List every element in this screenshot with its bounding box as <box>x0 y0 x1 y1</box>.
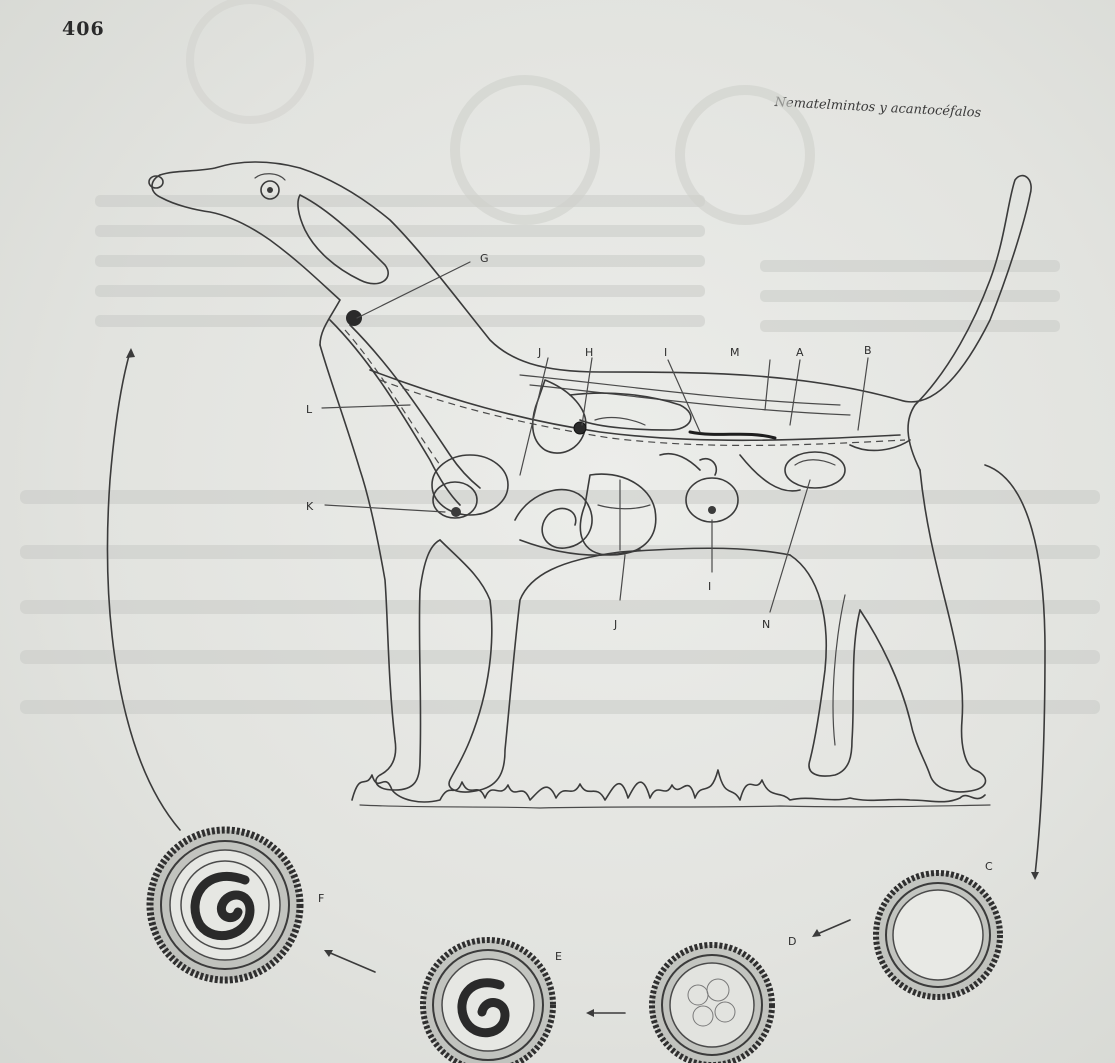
egg-stage-c <box>876 873 1000 997</box>
label-h: H <box>585 346 593 359</box>
internal-organs <box>330 310 910 555</box>
label-i: I <box>664 346 667 359</box>
label-j: J <box>613 618 617 631</box>
egg-stage-d <box>652 945 772 1063</box>
label-f: F <box>318 892 324 905</box>
label-g: G <box>480 252 489 265</box>
egg-stage-e <box>423 940 553 1063</box>
label-e: E <box>555 950 562 963</box>
label-l: L <box>306 403 313 416</box>
label-c: C <box>985 860 993 873</box>
label-i-lower: I <box>708 580 711 593</box>
label-a: A <box>796 346 804 359</box>
label-j-upper: J <box>537 346 541 359</box>
leader-lines <box>322 262 868 612</box>
label-b: B <box>864 344 872 357</box>
bleed-through-shadows <box>20 0 1100 714</box>
organ-labels: G J H I M A B L K J I N <box>306 252 872 631</box>
label-d: D <box>788 935 796 948</box>
egg-stage-f <box>150 830 300 980</box>
label-k: K <box>306 500 314 513</box>
label-m: M <box>730 346 740 359</box>
label-n: N <box>762 618 770 631</box>
grass <box>352 770 990 808</box>
